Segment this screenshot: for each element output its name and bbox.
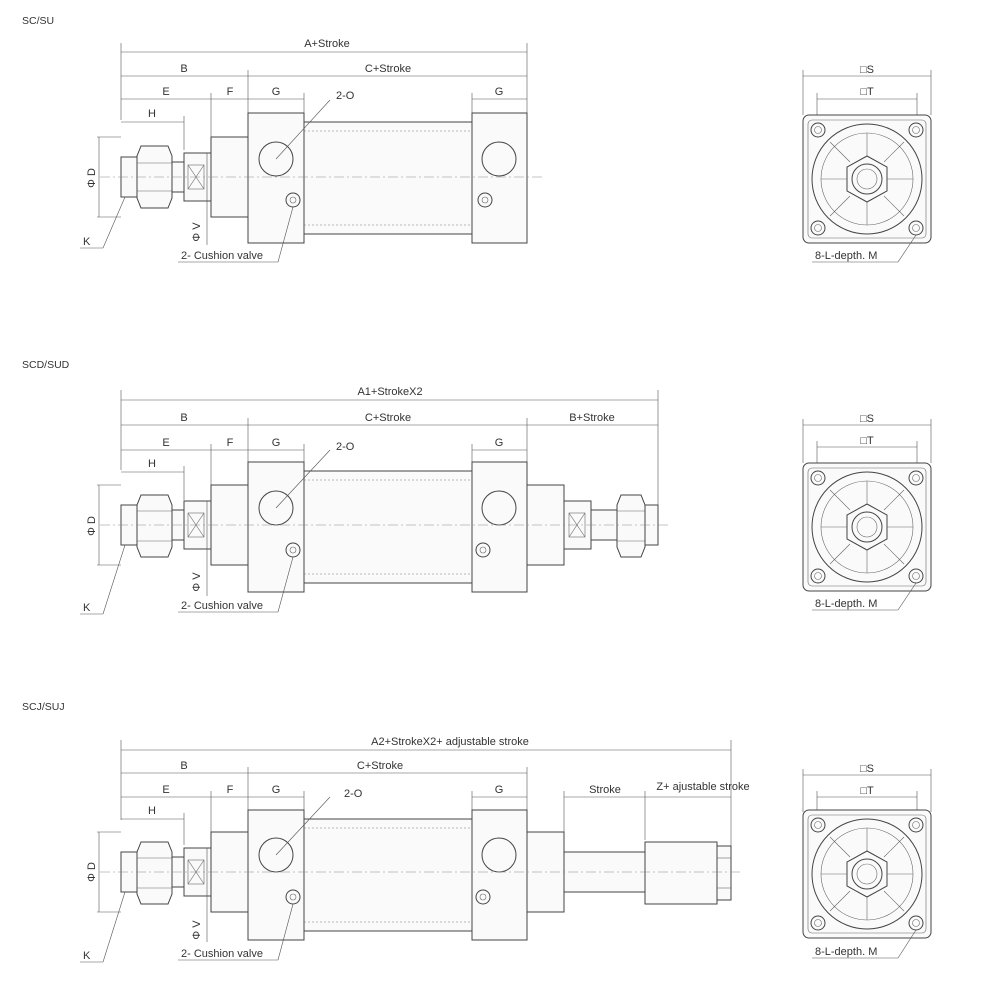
dim-c: C+Stroke	[365, 412, 411, 424]
dim-square-t: □T	[860, 435, 874, 447]
dim-square-s: □S	[860, 763, 874, 775]
dim-phi-d: Φ D	[86, 862, 98, 882]
port-label: 2-O	[344, 788, 363, 800]
dim-square-s: □S	[860, 413, 874, 425]
dim-g1: G	[272, 437, 281, 449]
dim-b: B	[180, 412, 187, 424]
dim-square-s: □S	[860, 64, 874, 76]
dim-phi-d: Φ D	[86, 516, 98, 536]
dim-square-t: □T	[860, 86, 874, 98]
dim-f: F	[227, 86, 234, 98]
end-view: □S □T 8-L-depth. M	[802, 763, 932, 959]
dim-g2: G	[495, 437, 504, 449]
end-view: □S □T 8-L-depth. M	[802, 64, 932, 263]
label-tap-holes: 8-L-depth. M	[815, 598, 877, 610]
label-cushion-valve: 2- Cushion valve	[181, 250, 263, 262]
dim-h: H	[148, 458, 156, 470]
dim-b: B	[180, 760, 187, 772]
label-k: K	[83, 236, 91, 248]
dim-b-stroke: B+Stroke	[569, 412, 615, 424]
section-title: SC/SU	[22, 15, 54, 27]
dim-g1: G	[272, 86, 281, 98]
dim-total: A+Stroke	[304, 38, 350, 50]
label-tap-holes: 8-L-depth. M	[815, 250, 877, 262]
dim-square-t: □T	[860, 785, 874, 797]
cap-cover	[471, 112, 528, 244]
port-label: 2-O	[336, 441, 355, 453]
label-cushion-valve: 2- Cushion valve	[181, 948, 263, 960]
dim-phi-v: Φ V	[191, 920, 203, 940]
dim-phi-v: Φ V	[191, 572, 203, 592]
section-title: SCD/SUD	[22, 359, 70, 371]
dim-e: E	[162, 784, 169, 796]
dim-c: C+Stroke	[365, 63, 411, 75]
head-cover	[247, 112, 305, 244]
dim-total: A1+StrokeX2	[357, 386, 422, 398]
port-circle	[258, 141, 294, 177]
dim-g2: G	[495, 784, 504, 796]
label-k: K	[83, 950, 91, 962]
label-cushion-valve: 2- Cushion valve	[181, 600, 263, 612]
port-label: 2-O	[336, 90, 355, 102]
dim-b: B	[180, 63, 187, 75]
dim-c: C+Stroke	[357, 760, 403, 772]
dim-phi-v: Φ V	[191, 222, 203, 242]
dim-h: H	[148, 108, 156, 120]
label-tap-holes: 8-L-depth. M	[815, 946, 877, 958]
dim-g1: G	[272, 784, 281, 796]
dim-phi-d: Φ D	[86, 168, 98, 188]
dim-e: E	[162, 86, 169, 98]
dim-f: F	[227, 784, 234, 796]
section-sc-su: SC/SU A+Stroke B C+Stroke E F G G H	[22, 15, 932, 263]
section-title: SCJ/SUJ	[22, 701, 65, 713]
dim-h: H	[148, 805, 156, 817]
dim-g2: G	[495, 86, 504, 98]
cylinder-barrel	[303, 121, 473, 235]
section-scj-suj: SCJ/SUJ A2+StrokeX2+ adjustable stroke B…	[22, 701, 932, 963]
end-view: □S □T 8-L-depth. M	[802, 413, 932, 611]
dim-f: F	[227, 437, 234, 449]
dim-total: A2+StrokeX2+ adjustable stroke	[371, 736, 529, 748]
label-k: K	[83, 602, 91, 614]
section-scd-sud: SCD/SUD A1+StrokeX2 B C+Stroke B+Stroke …	[22, 359, 932, 615]
dim-e: E	[162, 437, 169, 449]
dim-stroke: Stroke	[589, 784, 621, 796]
dim-z-adjustable: Z+ ajustable stroke	[656, 781, 749, 793]
